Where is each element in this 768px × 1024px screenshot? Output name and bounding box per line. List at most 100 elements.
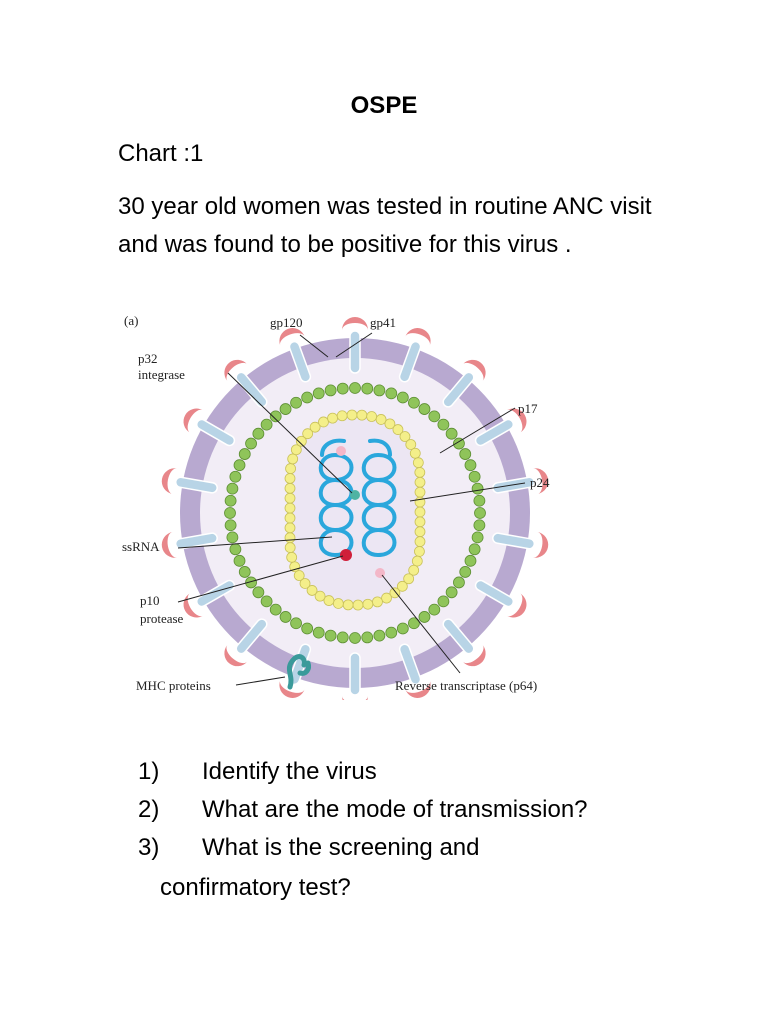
matrix-bead <box>238 566 251 578</box>
label-gp120: gp120 <box>270 315 303 330</box>
matrix-bead <box>245 576 257 589</box>
capsid-bead <box>284 522 296 534</box>
capsid-bead <box>409 447 421 459</box>
matrix-bead <box>418 611 431 623</box>
capsid-bead <box>285 463 296 474</box>
matrix-bead <box>349 632 361 644</box>
matrix-bead <box>418 403 431 415</box>
capsid-bead <box>414 486 426 498</box>
capsid-bead <box>412 457 424 469</box>
question-3: 3) What is the screening and <box>138 834 480 862</box>
matrix-bead <box>408 396 420 409</box>
integrase-molecule <box>350 490 360 500</box>
matrix-bead <box>252 586 265 599</box>
matrix-bead <box>445 427 458 440</box>
question-3-number: 3) <box>138 834 160 861</box>
matrix-bead <box>229 543 242 556</box>
matrix-bead <box>229 470 242 483</box>
matrix-bead <box>260 418 273 431</box>
capsid-bead <box>290 444 302 456</box>
matrix-bead <box>224 507 236 519</box>
matrix-bead <box>373 629 386 642</box>
matrix-bead <box>428 410 441 423</box>
matrix-bead <box>468 543 481 556</box>
matrix-bead <box>226 482 239 495</box>
matrix-bead <box>473 519 486 532</box>
capsid-bead <box>366 411 378 422</box>
matrix-bead <box>301 622 314 635</box>
matrix-bead <box>396 622 409 635</box>
matrix-bead <box>238 448 251 460</box>
capsid-bead <box>403 573 415 585</box>
chart-label: Chart :1 <box>118 140 204 167</box>
capsid-bead <box>342 599 354 611</box>
capsid-bead <box>309 421 321 433</box>
capsid-bead <box>295 435 307 447</box>
capsid-bead <box>411 555 423 567</box>
question-2-number: 2) <box>138 796 160 823</box>
question-3-continuation: confirmatory test? <box>160 874 351 901</box>
matrix-bead <box>224 519 237 532</box>
capsid-bead <box>284 502 296 514</box>
matrix-bead <box>453 437 465 450</box>
capsid-bead <box>414 516 426 528</box>
matrix-bead <box>279 611 292 623</box>
matrix-bead <box>385 387 398 400</box>
capsid-bead <box>414 476 426 488</box>
capsid-bead <box>284 492 296 504</box>
question-1-number: 1) <box>138 758 160 785</box>
matrix-bead <box>373 384 386 397</box>
label-p32: p32 <box>138 351 158 366</box>
spike <box>474 408 527 447</box>
capsid-bead <box>372 596 383 608</box>
mhc-protein <box>286 654 311 690</box>
capsid-bead <box>323 595 335 606</box>
capsid-bead <box>414 536 426 547</box>
matrix-bead <box>445 586 458 599</box>
label-integrase: integrase <box>138 367 185 382</box>
matrix-bead <box>385 626 398 639</box>
matrix-bead <box>453 576 465 589</box>
capsid-bead <box>299 578 311 589</box>
matrix-bead <box>269 410 282 423</box>
matrix-bead <box>437 418 450 431</box>
matrix-bead <box>290 617 302 630</box>
matrix-bead <box>361 631 374 644</box>
question-3-text: What is the screening and <box>202 834 480 861</box>
capsid-bead <box>414 526 426 538</box>
capsid-bead <box>284 473 296 484</box>
spike <box>183 408 236 447</box>
matrix-bead <box>473 494 486 507</box>
capsid-bead <box>356 409 368 421</box>
capsid-bead <box>327 412 338 424</box>
label-p24: p24 <box>530 475 550 490</box>
spike <box>398 328 431 383</box>
matrix-bead <box>269 603 282 616</box>
matrix-bead <box>301 391 314 404</box>
label-reverse-transcriptase: Reverse transcriptase (p64) <box>395 678 537 693</box>
spike <box>442 618 486 667</box>
capsid <box>289 414 421 606</box>
spike <box>224 359 268 408</box>
capsid-bead <box>287 453 299 465</box>
question-2-text: What are the mode of transmission? <box>202 796 588 823</box>
matrix-protein-ring <box>224 382 486 644</box>
matrix-bead <box>290 396 302 409</box>
capsid-bead <box>414 506 426 518</box>
label-mhc-proteins: MHC proteins <box>136 678 211 693</box>
capsid-bead <box>314 590 326 602</box>
matrix-bead <box>233 554 246 567</box>
matrix-bead <box>324 629 337 642</box>
document-title: OSPE <box>350 92 418 119</box>
matrix-bead <box>428 603 441 616</box>
spike <box>398 643 431 698</box>
label-p17: p17 <box>518 401 538 416</box>
matrix-bead <box>279 403 292 415</box>
panel-label: (a) <box>124 313 138 328</box>
matrix-bead <box>459 448 472 460</box>
capsid-bead <box>284 532 296 544</box>
spike <box>442 359 486 408</box>
capsid-bead <box>362 598 374 610</box>
spike <box>161 531 218 558</box>
capsid-bead <box>284 512 296 524</box>
